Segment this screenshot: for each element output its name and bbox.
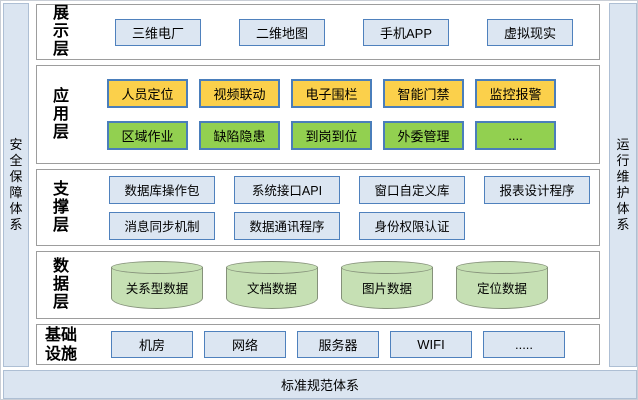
infra-box-more: ..... bbox=[483, 331, 565, 358]
layer-infrastructure-label-zone: 基础设施 bbox=[37, 325, 85, 364]
layer-data-label-zone: 数据层 bbox=[37, 252, 85, 318]
app-box-on-post: 到岗到位 bbox=[291, 121, 372, 150]
app-box-area-work: 区域作业 bbox=[107, 121, 188, 150]
layer-application-label-zone: 应用层 bbox=[37, 66, 85, 163]
support-row-1: 数据库操作包 系统接口API 窗口自定义库 报表设计程序 bbox=[85, 175, 599, 204]
layer-display-content: 三维电厂 二维地图 手机APP 虚拟现实 bbox=[85, 5, 599, 59]
infra-box-wifi: WIFI bbox=[390, 331, 472, 358]
standards-system-label: 标准规范体系 bbox=[280, 378, 359, 393]
security-system-label: 安全保障体系 bbox=[9, 137, 23, 232]
infrastructure-box-row: 机房 网络 服务器 WIFI ..... bbox=[85, 331, 599, 358]
support-box-identity-auth: 身份权限认证 bbox=[359, 211, 465, 240]
cylinder-top-ellipse bbox=[226, 261, 318, 274]
display-box-mobile-app: 手机APP bbox=[363, 18, 449, 46]
database-cylinder-document: 文档数据 bbox=[226, 261, 318, 309]
display-box-row: 三维电厂 二维地图 手机APP 虚拟现实 bbox=[85, 18, 599, 46]
layer-support-label: 支撑层 bbox=[52, 180, 69, 234]
layer-application: 应用层 人员定位 视频联动 电子围栏 智能门禁 监控报警 区域作业 缺陷隐患 到… bbox=[36, 65, 600, 164]
operation-maintenance-label: 运行维护体系 bbox=[616, 137, 630, 232]
app-box-outsourcing-mgmt: 外委管理 bbox=[383, 121, 464, 150]
app-box-more: .... bbox=[475, 121, 556, 150]
layer-infrastructure-content: 机房 网络 服务器 WIFI ..... bbox=[85, 325, 599, 364]
standards-system-bar: 标准规范体系 bbox=[3, 370, 637, 399]
layer-data-content: 关系型数据 文档数据 图片数据 定位数据 bbox=[85, 252, 599, 318]
support-box-data-comm: 数据通讯程序 bbox=[234, 211, 340, 240]
database-cylinder-relational: 关系型数据 bbox=[111, 261, 203, 309]
layer-display-label-zone: 展示层 bbox=[37, 5, 85, 59]
application-row-1: 人员定位 视频联动 电子围栏 智能门禁 监控报警 bbox=[85, 79, 599, 108]
application-row-2: 区域作业 缺陷隐患 到岗到位 外委管理 .... bbox=[85, 121, 599, 150]
app-box-video-linkage: 视频联动 bbox=[199, 79, 280, 108]
support-row-2: 消息同步机制 数据通讯程序 身份权限认证 bbox=[85, 211, 599, 240]
layer-application-label: 应用层 bbox=[52, 87, 69, 141]
infra-box-server: 服务器 bbox=[297, 331, 379, 358]
app-box-electronic-fence: 电子围栏 bbox=[291, 79, 372, 108]
security-system-panel: 安全保障体系 bbox=[3, 3, 29, 367]
support-box-window-custom-lib: 窗口自定义库 bbox=[359, 175, 465, 204]
app-box-smart-access: 智能门禁 bbox=[383, 79, 464, 108]
cylinder-label: 定位数据 bbox=[476, 282, 527, 296]
layer-support-label-zone: 支撑层 bbox=[37, 170, 85, 245]
support-box-message-sync: 消息同步机制 bbox=[109, 211, 215, 240]
cylinder-label: 关系型数据 bbox=[125, 282, 189, 296]
app-box-personnel-positioning: 人员定位 bbox=[107, 79, 188, 108]
layer-display: 展示层 三维电厂 二维地图 手机APP 虚拟现实 bbox=[36, 4, 600, 60]
layer-support: 支撑层 数据库操作包 系统接口API 窗口自定义库 报表设计程序 消息同步机制 … bbox=[36, 169, 600, 246]
cylinder-body bbox=[111, 267, 203, 309]
support-box-report-designer: 报表设计程序 bbox=[484, 175, 590, 204]
display-box-3d-plant: 三维电厂 bbox=[115, 18, 201, 46]
infra-box-machine-room: 机房 bbox=[111, 331, 193, 358]
layer-application-content: 人员定位 视频联动 电子围栏 智能门禁 监控报警 区域作业 缺陷隐患 到岗到位 … bbox=[85, 66, 599, 163]
cylinder-body bbox=[226, 267, 318, 309]
layer-data-label: 数据层 bbox=[52, 258, 69, 311]
operation-maintenance-panel: 运行维护体系 bbox=[609, 3, 637, 367]
layer-data: 数据层 关系型数据 文档数据 图片数据 bbox=[36, 251, 600, 319]
cylinder-label: 文档数据 bbox=[246, 282, 297, 296]
display-box-virtual-reality: 虚拟现实 bbox=[487, 18, 573, 46]
cylinder-top-ellipse bbox=[111, 261, 203, 274]
layer-infrastructure: 基础设施 机房 网络 服务器 WIFI ..... bbox=[36, 324, 600, 365]
cylinder-body bbox=[341, 267, 433, 309]
layer-display-label: 展示层 bbox=[52, 5, 69, 58]
infra-box-network: 网络 bbox=[204, 331, 286, 358]
support-box-system-api: 系统接口API bbox=[234, 175, 340, 204]
data-cylinder-row: 关系型数据 文档数据 图片数据 定位数据 bbox=[85, 261, 599, 309]
app-box-monitoring-alarm: 监控报警 bbox=[475, 79, 556, 108]
display-box-2d-map: 二维地图 bbox=[239, 18, 325, 46]
app-box-defect-hazard: 缺陷隐患 bbox=[199, 121, 280, 150]
database-cylinder-image: 图片数据 bbox=[341, 261, 433, 309]
layer-infrastructure-label: 基础设施 bbox=[44, 326, 77, 363]
cylinder-top-ellipse bbox=[456, 261, 548, 274]
database-cylinder-positioning: 定位数据 bbox=[456, 261, 548, 309]
cylinder-label: 图片数据 bbox=[361, 282, 412, 296]
cylinder-body bbox=[456, 267, 548, 309]
layer-support-content: 数据库操作包 系统接口API 窗口自定义库 报表设计程序 消息同步机制 数据通讯… bbox=[85, 170, 599, 245]
cylinder-top-ellipse bbox=[341, 261, 433, 274]
support-box-db-package: 数据库操作包 bbox=[109, 175, 215, 204]
